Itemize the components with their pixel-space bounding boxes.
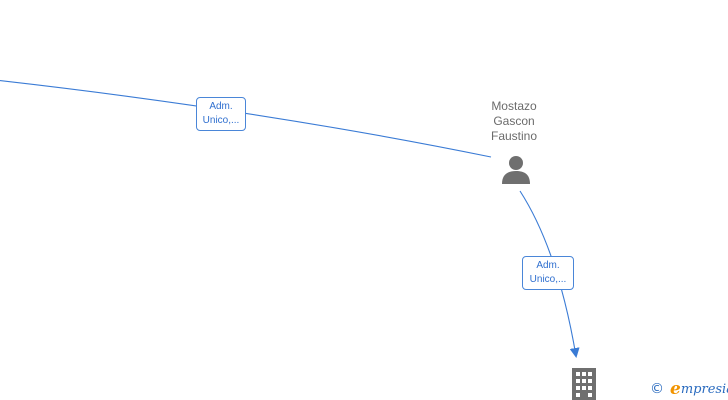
edge-line-offscreen-to-person <box>0 80 492 158</box>
brand-logo-e: e <box>670 379 681 399</box>
person-name-line-2: Gascon <box>493 114 535 128</box>
edge-label-role[interactable]: Adm. Unico,... <box>196 97 246 131</box>
edge-label-line-1: Adm. <box>209 101 233 112</box>
brand-watermark: © e mpresia <box>650 379 728 399</box>
brand-logo-text: mpresia <box>680 381 728 397</box>
copyright-symbol: © <box>650 381 664 397</box>
person-name-line-1: Mostazo <box>491 99 537 113</box>
person-name-line-3: Faustino <box>490 129 538 143</box>
edge-label-line-2: Unico,... <box>202 115 240 126</box>
person-icon[interactable] <box>500 154 532 186</box>
person-node-label[interactable]: Mostazo Gascon Faustino <box>474 99 554 144</box>
edge-label-line-1: Adm. <box>536 260 560 271</box>
edge-label-line-2: Unico,... <box>529 274 567 285</box>
building-icon[interactable] <box>568 366 600 400</box>
edge-label-role[interactable]: Adm. Unico,... <box>522 256 574 290</box>
